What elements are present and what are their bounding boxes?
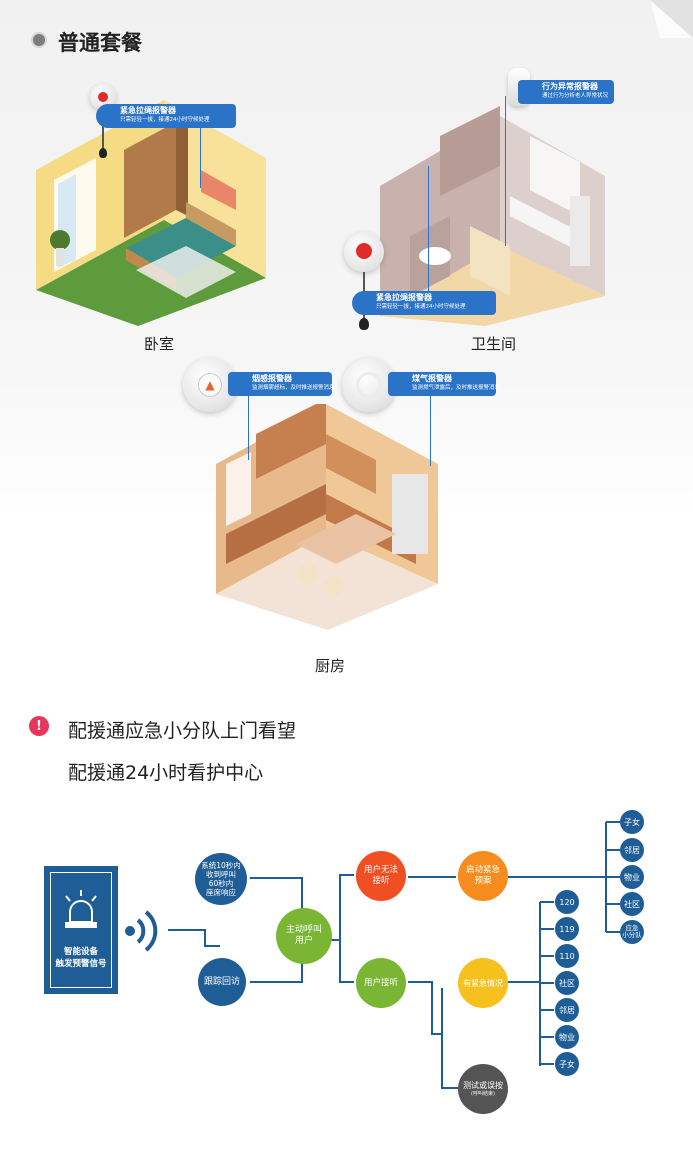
callout-title: 煤气报警器 bbox=[412, 374, 452, 383]
flow-connectors bbox=[168, 821, 620, 1089]
service-line-2: 配援通24小时看护中心 bbox=[68, 762, 264, 784]
node-start-plan: 启动紧急 预案 bbox=[458, 851, 508, 901]
bedroom-illustration bbox=[36, 100, 266, 326]
contact-top-2: 物业 bbox=[620, 865, 644, 889]
signal-panel-border bbox=[50, 872, 112, 988]
contact-top-0: 子女 bbox=[620, 810, 644, 834]
section-title: 普通套餐 bbox=[58, 31, 142, 55]
pull-cord-weight-icon bbox=[359, 318, 369, 330]
wireless-signal-icon bbox=[125, 910, 158, 952]
callout-smoke-alarm: 烟感报警器 监测烟雾超标，及时推送报警消息 bbox=[228, 372, 335, 396]
callout-desc: 只需轻轻一拔，接通24小时守候处理 bbox=[120, 117, 210, 123]
flame-icon: ▲ bbox=[198, 373, 222, 397]
node-test-misfire: 测试或误按 (呼叫结束) bbox=[458, 1064, 508, 1114]
gas-detector-ring-icon bbox=[356, 372, 382, 398]
room-label-bedroom: 卧室 bbox=[144, 335, 175, 353]
contact-top-4: 应急 小分队 bbox=[620, 920, 644, 944]
callout-leader-line bbox=[430, 396, 431, 466]
callout-title: 烟感报警器 bbox=[252, 374, 292, 383]
node-answered: 用户接听 bbox=[356, 958, 406, 1008]
callout-desc: 监测燃气泄露后，及时推送报警消息 bbox=[412, 385, 501, 391]
room-label-kitchen: 厨房 bbox=[315, 657, 346, 675]
contact-bottom-2: 110 bbox=[555, 944, 579, 968]
callout-gas-alarm: 煤气报警器 监测燃气泄露后，及时推送报警消息 bbox=[388, 372, 501, 396]
node-system-response: 系统10秒内 收到呼叫 60秒内 座席响应 bbox=[195, 853, 247, 905]
contact-top-1: 邻居 bbox=[620, 838, 644, 862]
node-track-visit: 跟踪回访 bbox=[198, 958, 246, 1006]
callout-bathroom-pull-alarm: 紧急拉绳报警器 只需轻轻一拔，接通24小时守候处理 bbox=[352, 291, 496, 315]
section-bullet-icon bbox=[31, 32, 47, 48]
callout-leader-line bbox=[200, 128, 201, 188]
node-emergency: 有紧急情况 bbox=[458, 958, 508, 1008]
contact-bottom-0: 120 bbox=[555, 890, 579, 914]
callout-behavior-alarm: 行为异常报警器 通过行为分析老人异常状况 bbox=[518, 80, 614, 104]
callout-desc: 只需轻轻一拔，接通24小时守候处理 bbox=[376, 304, 466, 310]
page-curl-icon bbox=[650, 0, 693, 38]
callout-leader-line bbox=[428, 166, 429, 292]
pull-cord bbox=[102, 110, 104, 150]
alert-icon: ! bbox=[29, 716, 49, 736]
signal-label: 智能设备 触发预警信号 bbox=[55, 947, 107, 969]
callout-desc: 通过行为分析老人异常状况 bbox=[542, 93, 609, 99]
contact-top-3: 社区 bbox=[620, 892, 644, 916]
alert-icon-glyph: ! bbox=[36, 718, 42, 734]
signal-panel bbox=[44, 866, 118, 994]
callout-leader-line bbox=[505, 96, 506, 246]
service-line-1: 配援通应急小分队上门看望 bbox=[68, 720, 297, 742]
pull-alarm-button-icon bbox=[356, 243, 372, 259]
node-test-label: 测试或误按 bbox=[463, 1080, 503, 1090]
node-active-call: 主动呼叫 用户 bbox=[276, 908, 332, 964]
kitchen-illustration bbox=[216, 404, 438, 630]
callout-title: 行为异常报警器 bbox=[542, 82, 598, 91]
contact-bottom-4: 邻居 bbox=[555, 998, 579, 1022]
callout-title: 紧急拉绳报警器 bbox=[120, 106, 176, 115]
room-label-bathroom: 卫生间 bbox=[471, 335, 517, 353]
callout-title: 紧急拉绳报警器 bbox=[376, 293, 432, 302]
bathroom-illustration bbox=[380, 106, 605, 326]
node-no-answer: 用户无法 接听 bbox=[356, 851, 406, 901]
callout-bedroom-pull-alarm: 紧急拉绳报警器 只需轻轻一拔，接通24小时守候处理 bbox=[96, 104, 236, 128]
siren-icon bbox=[65, 890, 97, 928]
callout-desc: 监测烟雾超标，及时推送报警消息 bbox=[252, 385, 335, 391]
node-test-sub: (呼叫结束) bbox=[471, 1090, 495, 1097]
contact-bottom-1: 119 bbox=[555, 917, 579, 941]
contact-bottom-6: 子女 bbox=[555, 1052, 579, 1076]
callout-leader-line bbox=[248, 396, 249, 460]
contact-bottom-5: 物业 bbox=[555, 1025, 579, 1049]
pull-cord-weight-icon bbox=[99, 148, 107, 158]
pull-alarm-button-icon bbox=[98, 92, 108, 102]
contact-bottom-3: 社区 bbox=[555, 971, 579, 995]
